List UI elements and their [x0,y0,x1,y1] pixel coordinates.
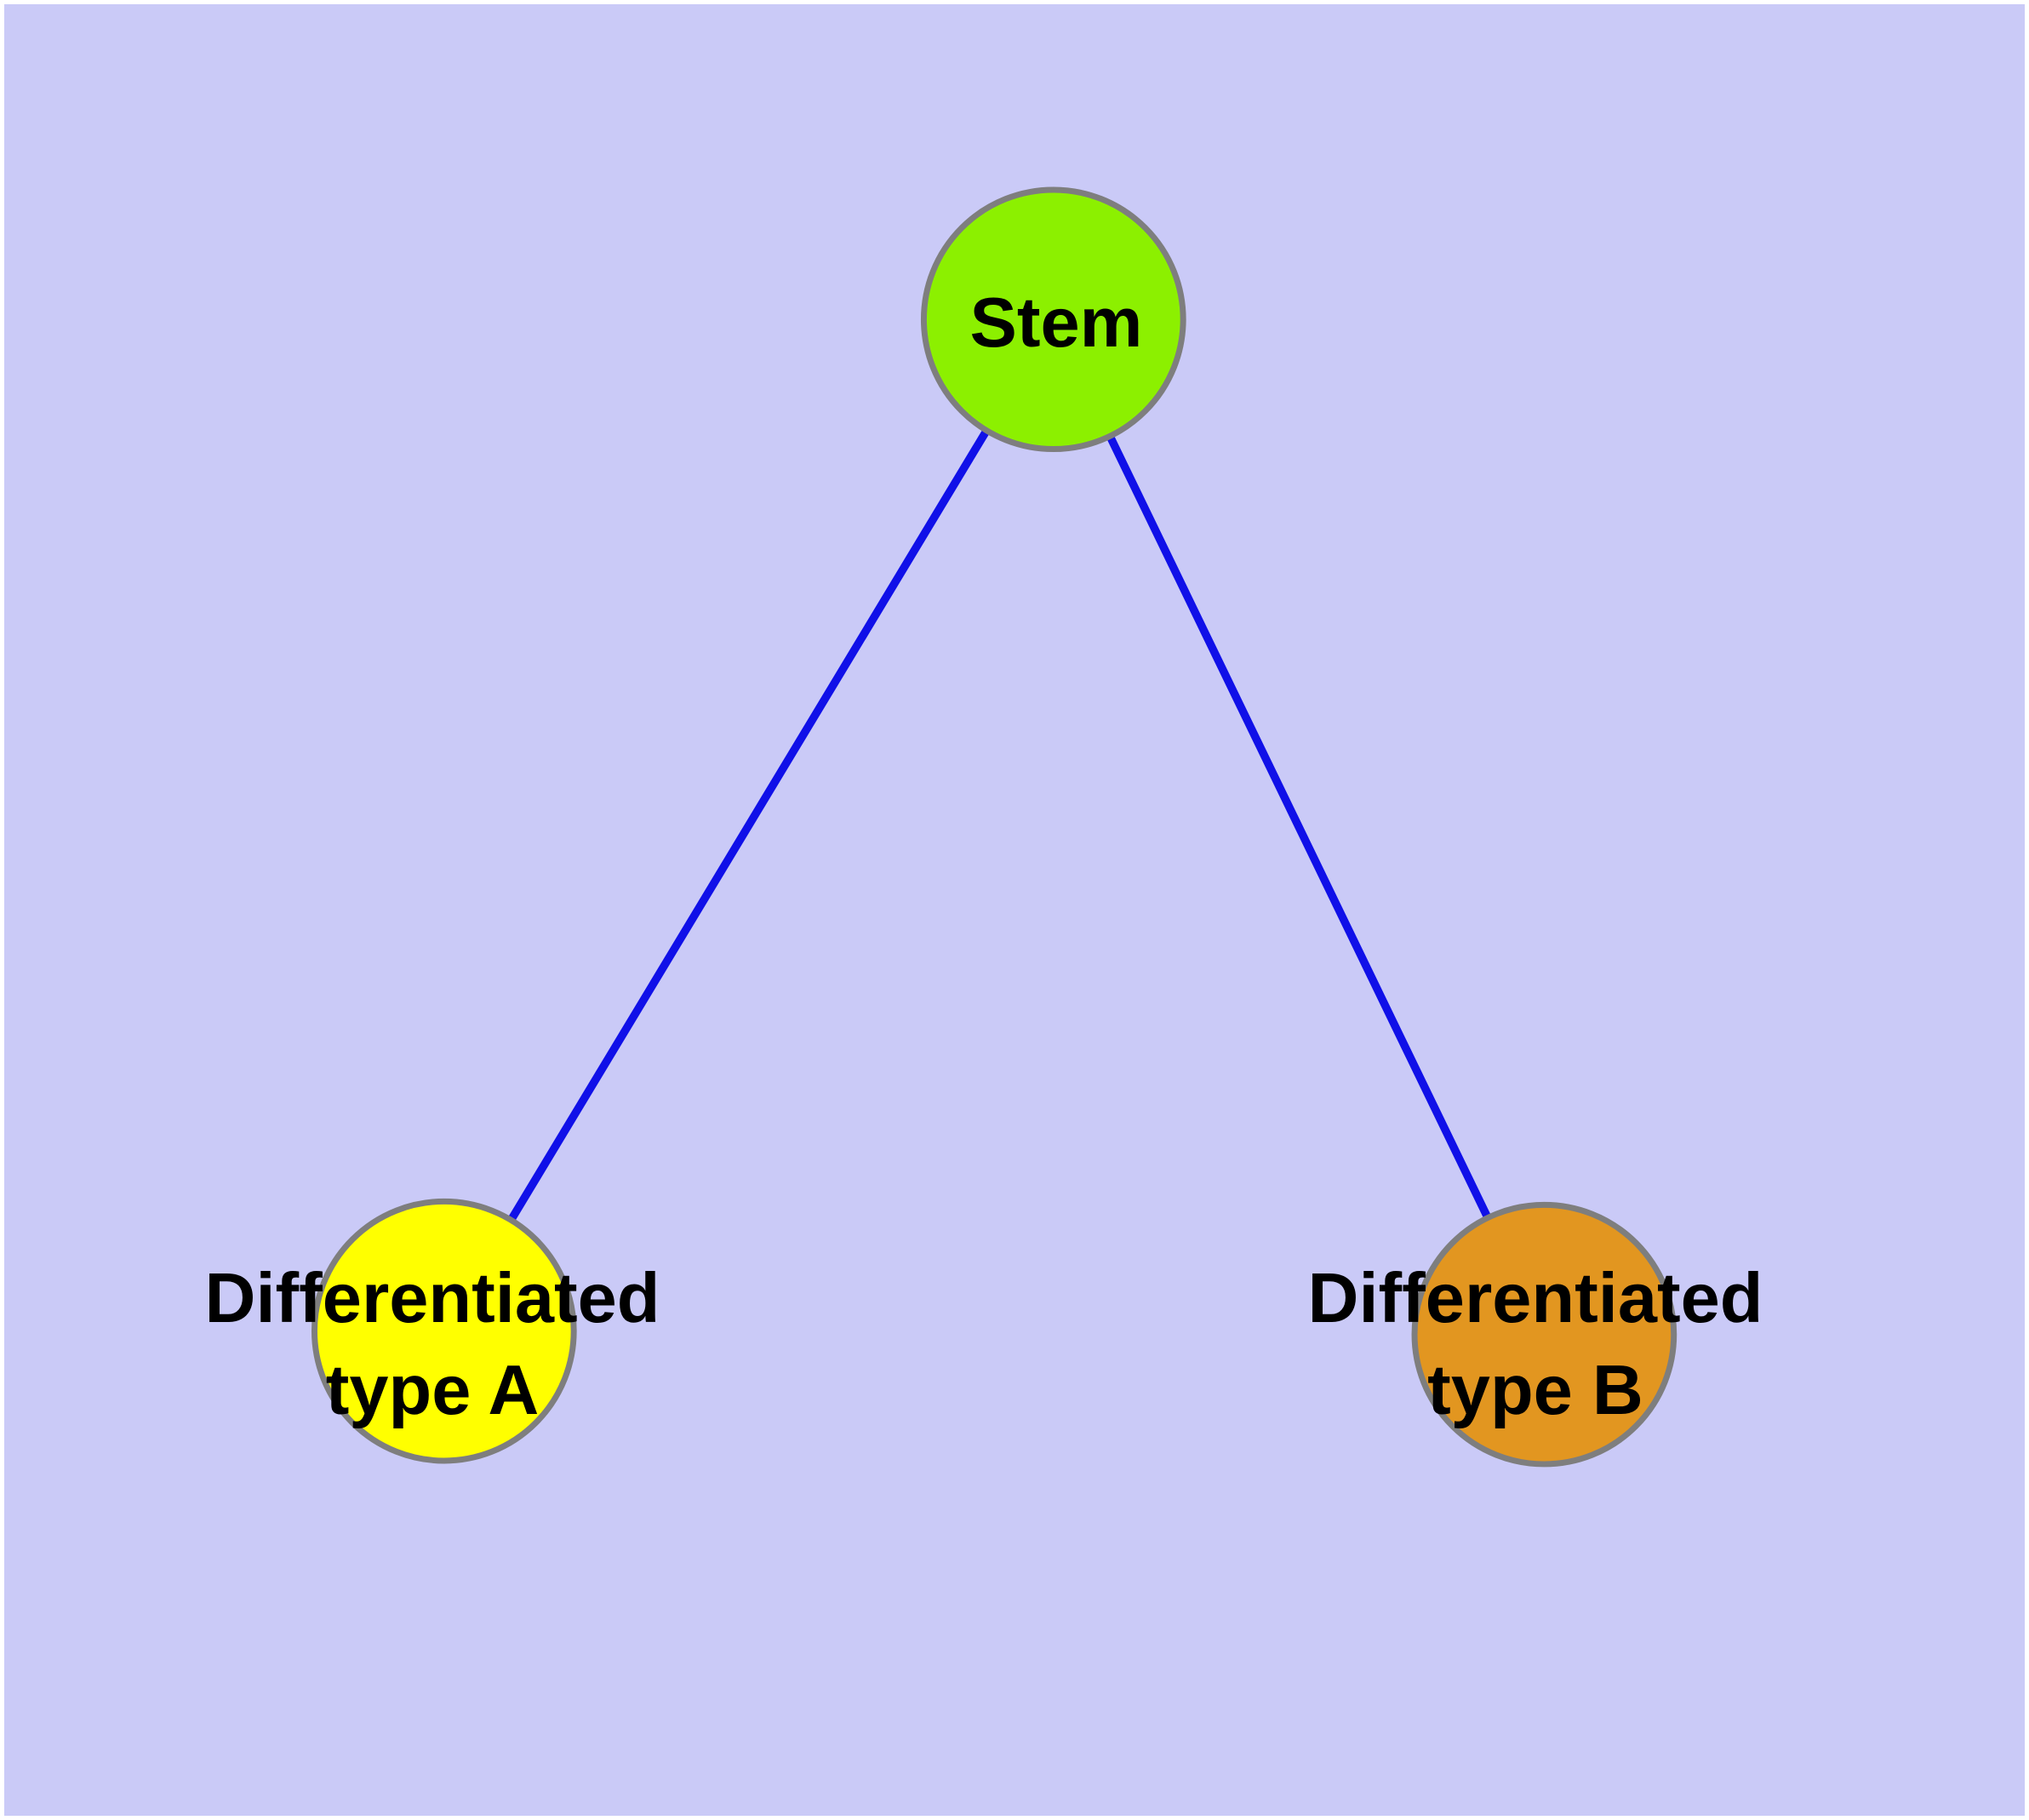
node-differentiated-type-b [1411,1201,1677,1468]
graph-svg [311,186,1677,1468]
node-differentiated-type-a [311,1198,577,1464]
node-stem [920,186,1186,453]
edge-stem-to-type-a [440,317,1057,1334]
edge-stem-to-type-b [1049,318,1548,1336]
